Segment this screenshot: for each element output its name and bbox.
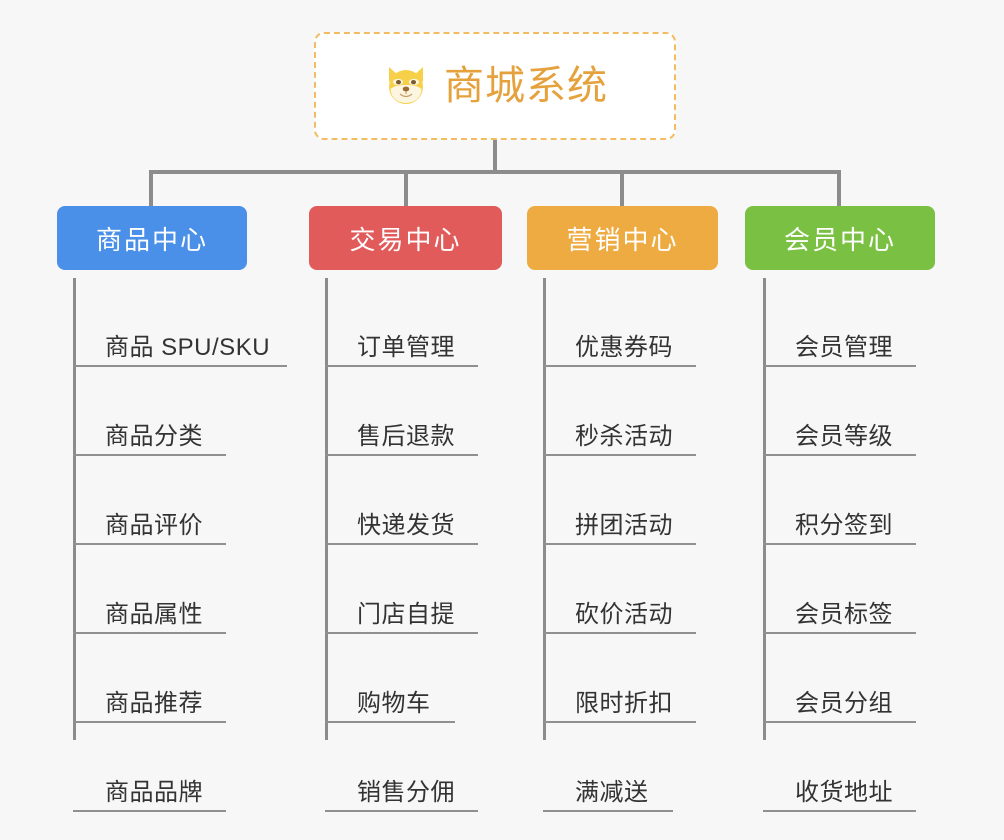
leaf-item[interactable]: 砍价活动: [543, 545, 696, 634]
leaf-item[interactable]: 限时折扣: [543, 634, 696, 723]
leaf-label: 满减送: [575, 778, 649, 806]
leaf-item[interactable]: 销售分佣: [325, 723, 478, 812]
branch-spine: [73, 278, 76, 740]
branch-spine: [325, 278, 328, 740]
leaf-label: 限时折扣: [575, 689, 673, 717]
leaf-item[interactable]: 会员标签: [763, 545, 916, 634]
leaf-label: 商品 SPU/SKU: [105, 333, 271, 361]
leaf-item[interactable]: 商品属性: [73, 545, 226, 634]
dog-face-icon: [382, 62, 430, 110]
leaf-label: 商品分类: [105, 422, 203, 450]
leaf-label: 订单管理: [357, 333, 455, 361]
branch-label: 会员中心: [783, 224, 896, 255]
leaf-item[interactable]: 商品推荐: [73, 634, 226, 723]
leaf-item[interactable]: 商品 SPU/SKU: [73, 278, 287, 367]
leaf-item[interactable]: 优惠券码: [543, 278, 696, 367]
leaf-label: 积分签到: [795, 511, 893, 539]
leaf-item[interactable]: 收货地址: [763, 723, 916, 812]
leaf-item[interactable]: 门店自提: [325, 545, 478, 634]
leaf-item[interactable]: 满减送: [543, 723, 673, 812]
branch-spine: [543, 278, 546, 740]
leaf-label: 优惠券码: [575, 333, 673, 361]
leaf-label: 销售分佣: [357, 778, 455, 806]
branch-spine: [763, 278, 766, 740]
leaf-list-member-center: 会员管理 会员等级 积分签到 会员标签 会员分组 收货地址: [763, 278, 916, 812]
branch-header-trade-center[interactable]: 交易中心: [309, 206, 502, 270]
leaf-item[interactable]: 商品评价: [73, 456, 226, 545]
leaf-item[interactable]: 订单管理: [325, 278, 478, 367]
connector-root-stem: [493, 140, 497, 174]
leaf-label: 秒杀活动: [575, 422, 673, 450]
branch-header-member-center[interactable]: 会员中心: [745, 206, 935, 270]
leaf-label: 售后退款: [357, 422, 455, 450]
leaf-label: 会员管理: [795, 333, 893, 361]
leaf-item[interactable]: 会员管理: [763, 278, 916, 367]
connector-horizontal-bus: [149, 170, 837, 174]
connector-drop-3: [620, 170, 624, 208]
leaf-label: 收货地址: [795, 778, 893, 806]
leaf-item[interactable]: 会员分组: [763, 634, 916, 723]
root-node[interactable]: 商城系统: [314, 32, 676, 140]
leaf-label: 商品推荐: [105, 689, 203, 717]
leaf-item[interactable]: 商品品牌: [73, 723, 226, 812]
leaf-item[interactable]: 积分签到: [763, 456, 916, 545]
branch-label: 商品中心: [95, 224, 208, 255]
branch-header-product-center[interactable]: 商品中心: [57, 206, 247, 270]
leaf-item[interactable]: 拼团活动: [543, 456, 696, 545]
leaf-label: 拼团活动: [575, 511, 673, 539]
branch-label: 交易中心: [349, 224, 462, 255]
leaf-item[interactable]: 会员等级: [763, 367, 916, 456]
leaf-label: 会员标签: [795, 600, 893, 628]
leaf-list-marketing-center: 优惠券码 秒杀活动 拼团活动 砍价活动 限时折扣 满减送: [543, 278, 696, 812]
leaf-label: 砍价活动: [575, 600, 673, 628]
connector-drop-1: [149, 170, 153, 208]
leaf-label: 商品评价: [105, 511, 203, 539]
leaf-item[interactable]: 售后退款: [325, 367, 478, 456]
connector-drop-2: [404, 170, 408, 208]
leaf-item[interactable]: 快递发货: [325, 456, 478, 545]
leaf-label: 门店自提: [357, 600, 455, 628]
connector-drop-4: [837, 170, 841, 208]
leaf-item[interactable]: 商品分类: [73, 367, 226, 456]
leaf-label: 购物车: [357, 689, 431, 717]
root-title: 商城系统: [444, 64, 608, 108]
leaf-label: 快递发货: [357, 511, 455, 539]
branch-header-marketing-center[interactable]: 营销中心: [527, 206, 718, 270]
leaf-label: 会员等级: [795, 422, 893, 450]
leaf-item[interactable]: 秒杀活动: [543, 367, 696, 456]
leaf-list-product-center: 商品 SPU/SKU 商品分类 商品评价 商品属性 商品推荐 商品品牌: [73, 278, 287, 812]
leaf-item[interactable]: 购物车: [325, 634, 455, 723]
leaf-label: 商品品牌: [105, 778, 203, 806]
leaf-label: 会员分组: [795, 689, 893, 717]
leaf-list-trade-center: 订单管理 售后退款 快递发货 门店自提 购物车 销售分佣: [325, 278, 478, 812]
leaf-label: 商品属性: [105, 600, 203, 628]
branch-label: 营销中心: [566, 224, 679, 255]
